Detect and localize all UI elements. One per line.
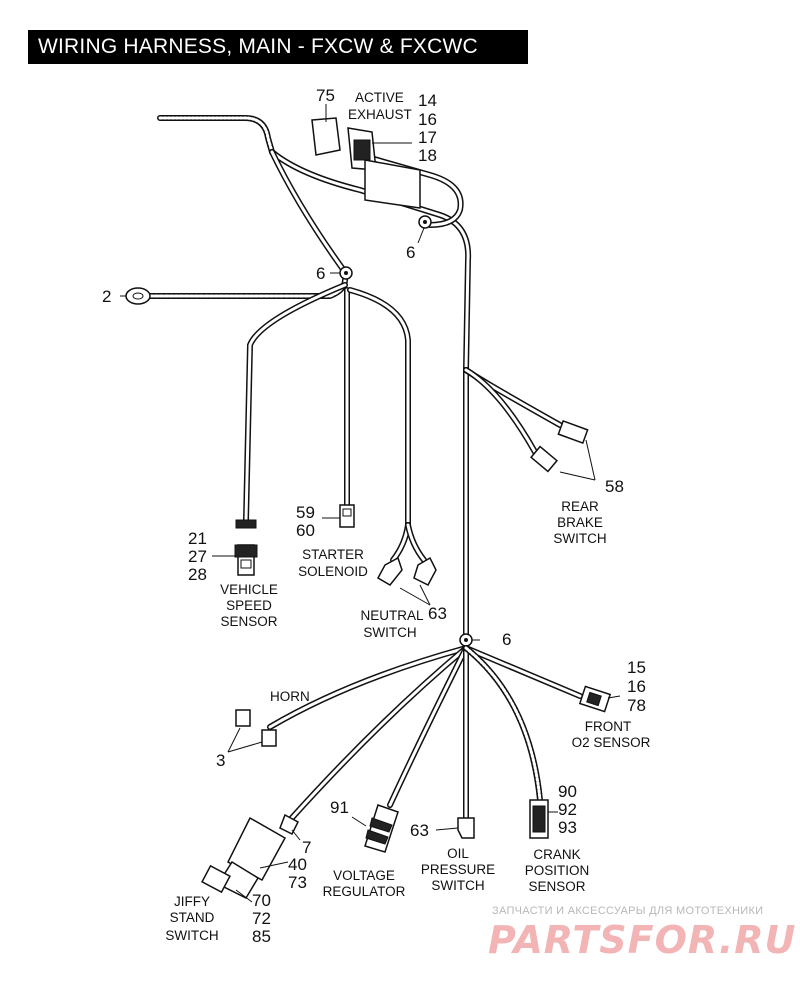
lower-branches: [267, 645, 583, 823]
voltage-regulator-label: VOLTAGE: [333, 868, 395, 883]
starter-solenoid-label: STARTER: [302, 547, 364, 562]
leader-lines: [120, 104, 621, 903]
crank-position-sensor-label: SENSOR: [528, 879, 585, 894]
callout-93: 93: [558, 818, 577, 837]
callout-63: 63: [410, 821, 429, 840]
clamp-icon: [459, 633, 473, 647]
vehicle-speed-sensor-label: SPEED: [226, 598, 272, 613]
rear-brake-branches: [463, 367, 589, 473]
callout-28: 28: [188, 565, 207, 584]
clamp-icon: [339, 266, 353, 280]
component-labels: ACTIVE EXHAUST REAR BRAKE SWITCH STARTER…: [165, 90, 650, 943]
vehicle-speed-sensor-label: SENSOR: [220, 614, 277, 629]
rear-brake-switch-label: REAR: [561, 499, 599, 514]
callout-91: 91: [330, 798, 349, 817]
jiffy-stand-switch-connector: [201, 813, 299, 899]
active-exhaust-connectors: [311, 117, 421, 209]
callout-70: 70: [252, 891, 271, 910]
watermark-tagline: ЗАПЧАСТИ И АКСЕССУАРЫ ДЛЯ МОТОТЕХНИКИ: [492, 905, 764, 917]
callout-7: 7: [302, 838, 311, 857]
crank-position-sensor-label: POSITION: [525, 863, 590, 878]
callout-27: 27: [188, 547, 207, 566]
jiffy-stand-switch-label: JIFFY: [174, 894, 210, 909]
callout-numbers: 75 14 16 17 18 6 6 2 59 60 21 27 28 58 6…: [102, 86, 646, 946]
callout-6: 6: [316, 264, 325, 283]
oil-pressure-switch-label: OIL: [447, 846, 469, 861]
callout-6: 6: [502, 630, 511, 649]
callout-63: 63: [428, 604, 447, 623]
crank-position-sensor-label: CRANK: [533, 847, 580, 862]
front-o2-sensor-label: O2 SENSOR: [572, 735, 651, 750]
callout-2: 2: [102, 287, 111, 306]
vehicle-speed-sensor-connector: [234, 519, 258, 576]
callout-60: 60: [296, 521, 315, 540]
callout-40: 40: [288, 855, 307, 874]
rear-brake-switch-label: SWITCH: [553, 531, 606, 546]
clamp-icon: [418, 215, 432, 229]
horn-connectors: [235, 709, 277, 747]
oil-pressure-connector: [457, 817, 475, 839]
callout-15: 15: [627, 658, 646, 677]
voltage-regulator-label: REGULATOR: [323, 884, 406, 899]
jiffy-stand-switch-label: STAND: [170, 910, 215, 925]
callout-3: 3: [216, 751, 225, 770]
horn-label: HORN: [270, 689, 310, 704]
starter-solenoid-terminal: [339, 504, 355, 528]
oil-pressure-switch-label: PRESSURE: [421, 862, 495, 877]
crank-position-connector: [529, 799, 549, 839]
callout-14: 14: [418, 91, 437, 110]
jiffy-stand-switch-label: SWITCH: [165, 928, 218, 943]
callout-59: 59: [296, 503, 315, 522]
upper-branches: [243, 282, 411, 528]
page-title: WIRING HARNESS, MAIN - FXCW & FXCWC: [28, 30, 528, 64]
callout-85: 85: [252, 927, 271, 946]
callout-72: 72: [252, 909, 271, 928]
voltage-regulator-connector: [364, 804, 399, 853]
callout-90: 90: [558, 782, 577, 801]
callout-21: 21: [188, 529, 207, 548]
callout-58: 58: [605, 477, 624, 496]
callout-17: 17: [418, 128, 437, 147]
callout-16: 16: [627, 677, 646, 696]
callout-18: 18: [418, 146, 437, 165]
starter-solenoid-label: SOLENOID: [298, 564, 368, 579]
callout-73: 73: [288, 873, 307, 892]
front-o2-sensor-label: FRONT: [585, 719, 632, 734]
callout-16: 16: [418, 110, 437, 129]
callout-92: 92: [558, 800, 577, 819]
callout-75: 75: [316, 86, 335, 105]
watermark-logo: PARTSFOR.RU: [488, 918, 797, 962]
callout-6: 6: [406, 243, 415, 262]
active-exhaust-label: ACTIVE: [355, 90, 404, 105]
vehicle-speed-sensor-label: VEHICLE: [220, 582, 278, 597]
neutral-switch-connectors: [376, 522, 437, 586]
oil-pressure-switch-label: SWITCH: [431, 878, 484, 893]
front-o2-connector: [578, 685, 612, 713]
neutral-switch-label: SWITCH: [363, 625, 416, 640]
neutral-switch-label: NEUTRAL: [360, 608, 424, 623]
callout-78: 78: [627, 696, 646, 715]
main-harness: [157, 115, 472, 643]
active-exhaust-label: EXHAUST: [348, 107, 412, 122]
rear-brake-switch-label: BRAKE: [557, 515, 603, 530]
